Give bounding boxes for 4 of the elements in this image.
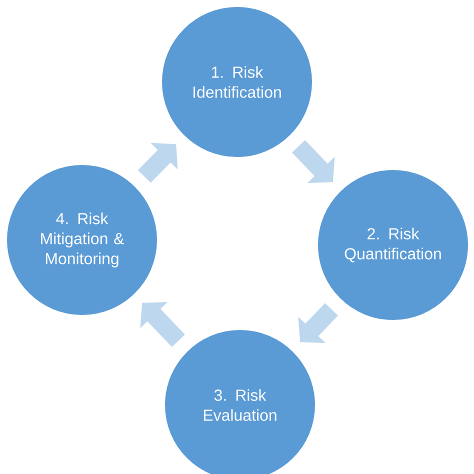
block-arrow <box>298 303 338 343</box>
block-arrow <box>292 140 335 183</box>
block-arrow <box>140 302 185 347</box>
block-arrow <box>138 142 178 183</box>
